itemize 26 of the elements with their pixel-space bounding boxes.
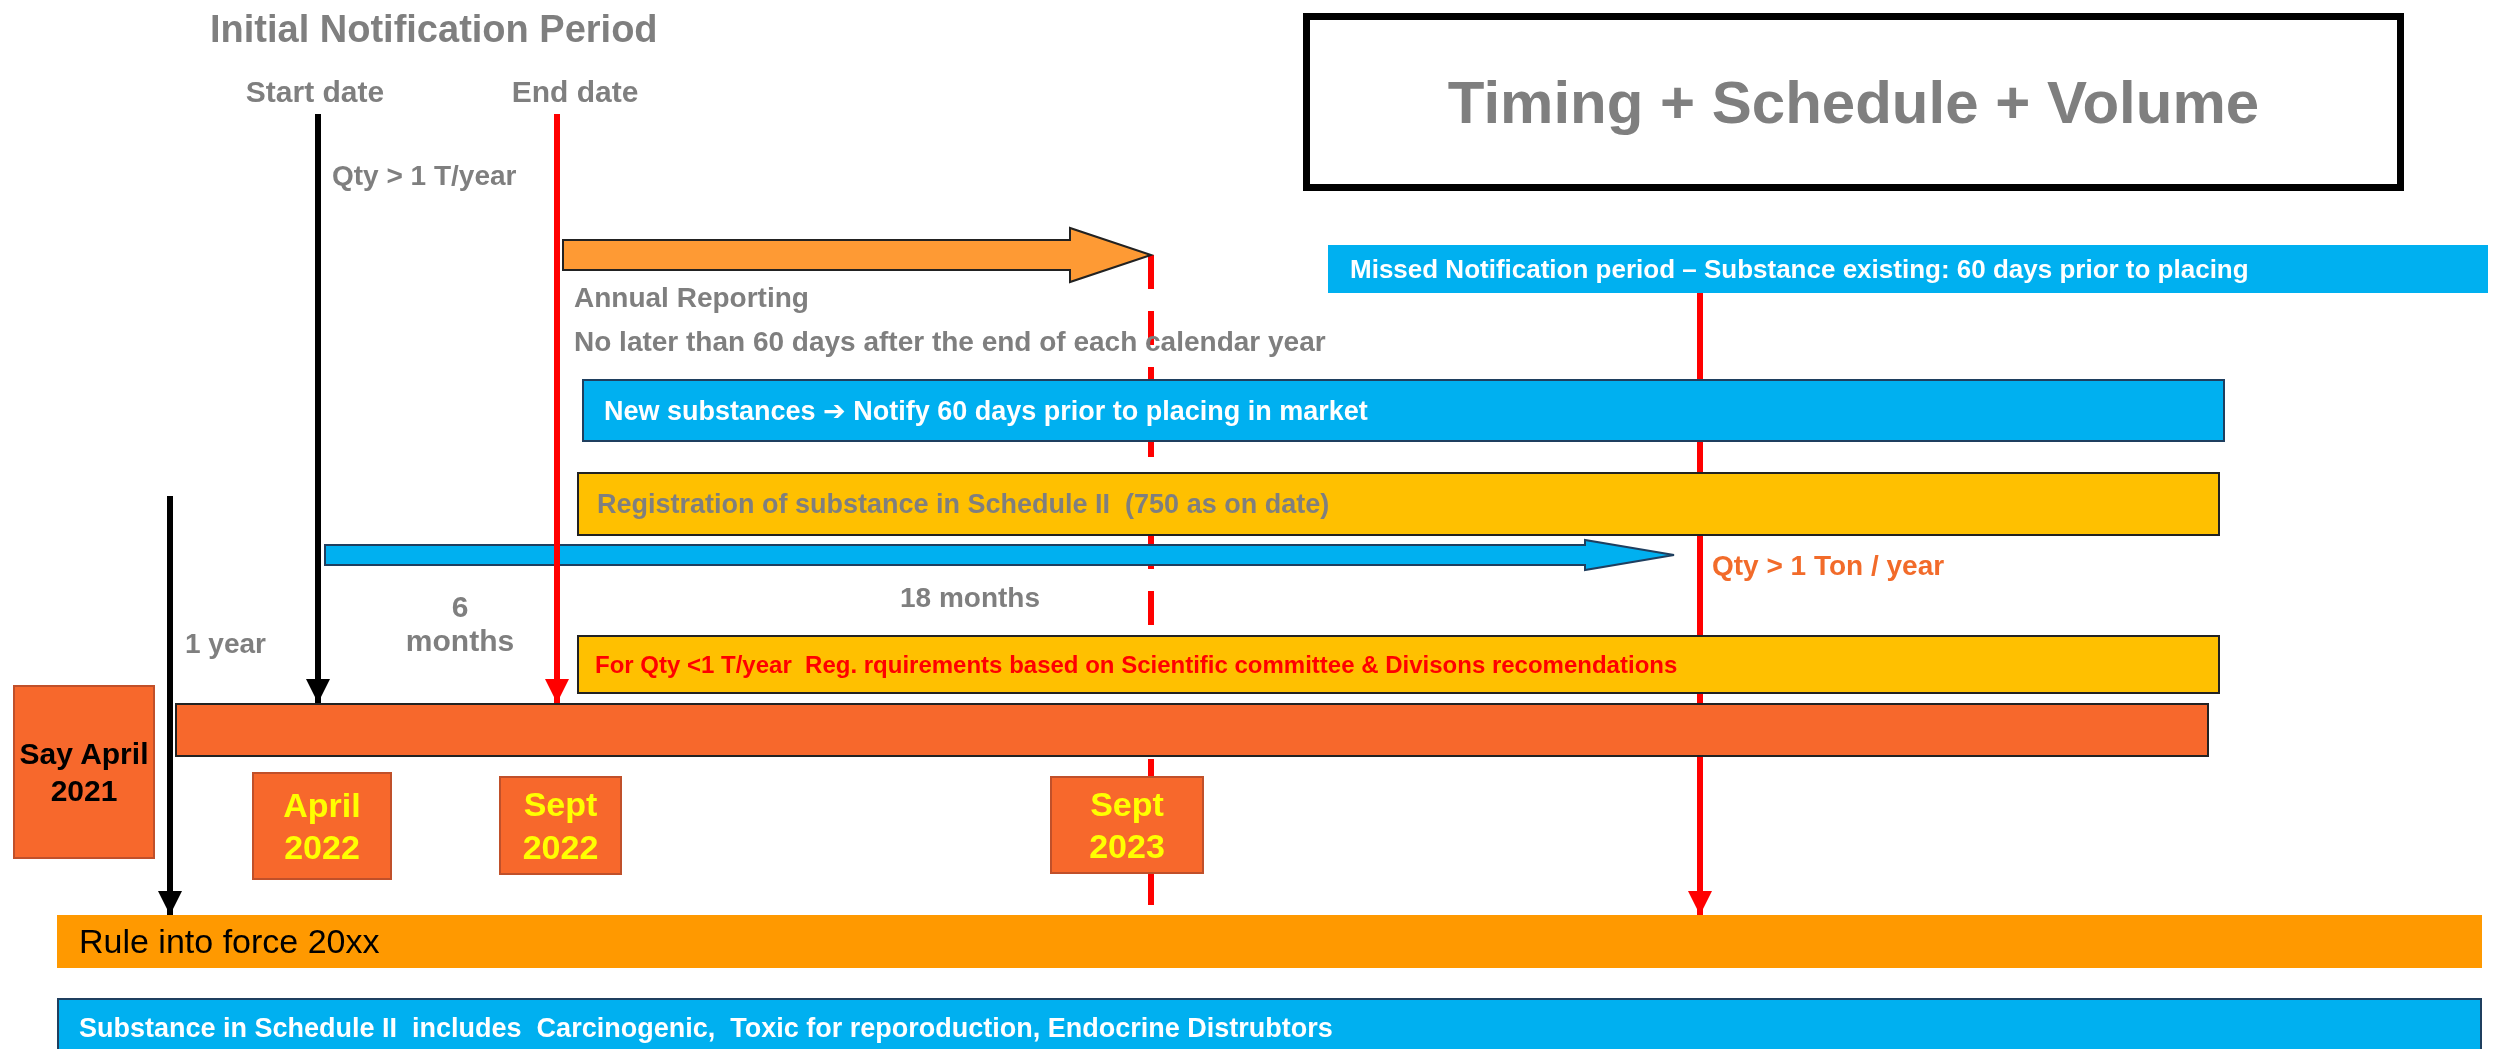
arrow — [158, 496, 182, 915]
rule-band: Rule into force 20xx — [57, 915, 2482, 968]
duration-label: 18 months — [900, 582, 1041, 614]
arrow — [306, 114, 330, 703]
requirements-band: For Qty <1 T/year Reg. rquirements based on Scientific committee & Divisons recomendations — [577, 635, 2220, 694]
timeline-bar — [175, 703, 2209, 757]
date-label: Start date — [220, 70, 410, 114]
quantity-note: Qty > 1 T/year — [332, 160, 517, 192]
quantity-note: Qty > 1 Ton / year — [1712, 550, 1945, 582]
heading-box: Timing + Schedule + Volume — [1303, 13, 2404, 191]
date-box: Say April 2021 — [13, 685, 155, 859]
arrow — [545, 114, 569, 703]
arrow — [1688, 757, 1712, 915]
notification-band: Missed Notification period – Substance existing: 60 days prior to placing — [1328, 245, 2488, 293]
schedule-band: Substance in Schedule II includes Carcinogenic, Toxic for reporoduction, Endocrine Distrubtors — [57, 998, 2482, 1049]
section-label: Annual Reporting — [574, 282, 809, 314]
duration-label: 1 year — [185, 628, 266, 660]
registration-band: Registration of substance in Schedule II (750 as on date) — [577, 472, 2220, 536]
substance-band: New substances ➔ Notify 60 days prior to placing in market — [582, 379, 2225, 442]
heading: Initial Notification Period — [210, 8, 658, 51]
date-label: End date — [495, 70, 655, 114]
duration-label: 6 months — [404, 590, 516, 658]
date-box: Sept 2023 — [1050, 776, 1204, 874]
reporting-note: No later than 60 days after the end of each calendar year — [574, 326, 1326, 358]
date-box: April 2022 — [252, 772, 392, 880]
date-box: Sept 2022 — [499, 776, 622, 875]
